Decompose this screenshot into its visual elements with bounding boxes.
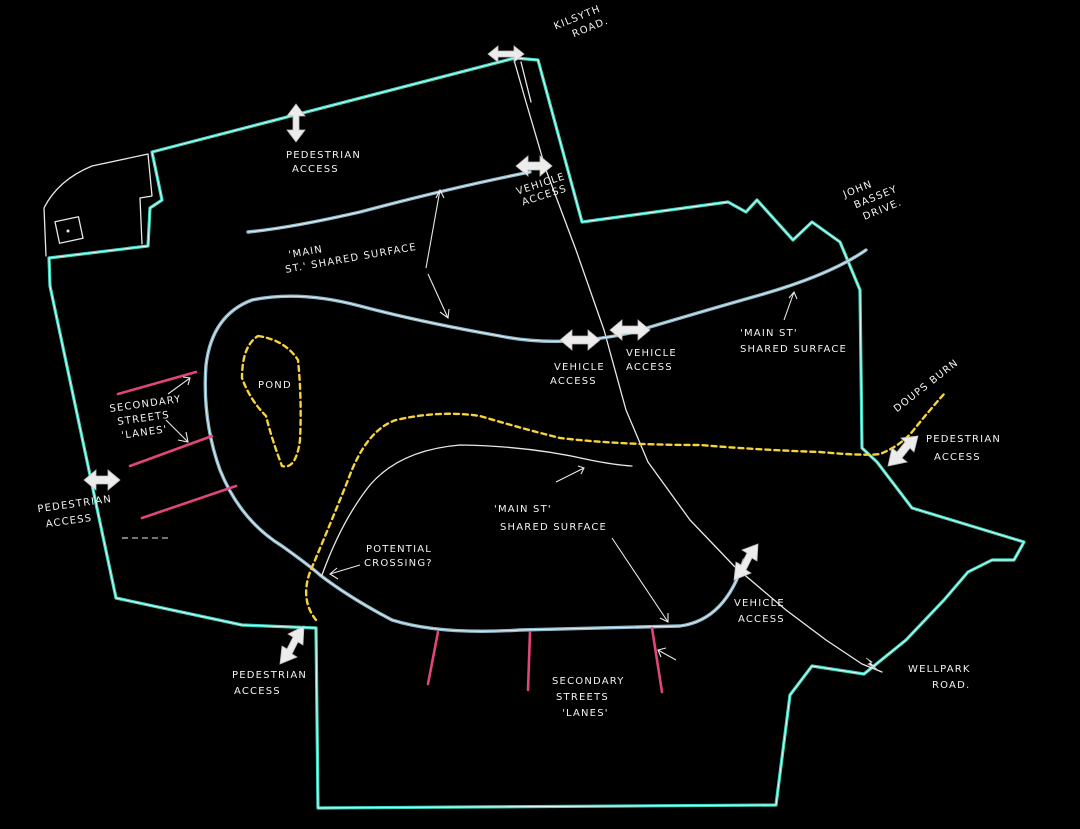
double-headed-arrow-icon <box>609 319 651 341</box>
label-pedestrian-access-bottom: PEDESTRIAN ACCESS <box>232 670 311 697</box>
label-kilsyth-road: KILSYTH ROAD. <box>553 2 612 45</box>
label-secondary-streets-left: SECONDARY STREETS 'LANES' <box>109 393 191 442</box>
double-headed-arrow-icon <box>286 103 306 143</box>
label-main-st-lower: 'MAIN ST' SHARED SURFACE <box>494 504 607 533</box>
label-secondary-streets-bottom: SECONDARY STREETS 'LANES' <box>552 676 629 719</box>
label-vehicle-access-mid-left: VEHICLE ACCESS <box>550 362 609 387</box>
corner-building <box>43 153 153 257</box>
annotation-leaders <box>122 188 798 661</box>
pond <box>240 334 302 468</box>
label-pedestrian-access-top: PEDESTRIAN ACCESS <box>286 150 365 175</box>
doups-burn <box>304 392 946 622</box>
label-vehicle-access-mid-right: VEHICLE ACCESS <box>626 348 681 373</box>
label-vehicle-access-lower: VEHICLE ACCESS <box>734 598 789 625</box>
double-headed-arrow-icon <box>487 45 525 63</box>
site-boundary <box>47 56 1026 810</box>
double-headed-arrow-icon <box>515 155 553 177</box>
double-headed-arrow-icon <box>83 469 121 491</box>
label-potential-crossing: POTENTIAL CROSSING? <box>364 544 436 569</box>
label-doups-burn: DOUPS BURN <box>892 357 961 414</box>
double-headed-arrow-icon <box>865 657 879 671</box>
label-pedestrian-access-left: PEDESTRIAN ACCESS <box>37 493 119 531</box>
main-street-network <box>203 170 868 633</box>
double-headed-arrow-icon <box>887 435 919 467</box>
label-john-bassey-drive: JOHN BASSEY DRIVE. <box>841 169 909 227</box>
double-headed-arrow-icon <box>559 329 601 351</box>
label-main-st-right: 'MAIN ST' SHARED SURFACE <box>740 328 847 355</box>
label-wellpark-road: WELLPARK ROAD. <box>908 664 975 691</box>
double-headed-arrow-icon <box>279 625 305 665</box>
label-pedestrian-access-right: PEDESTRIAN ACCESS <box>926 434 1005 463</box>
double-headed-arrow-icon <box>733 543 759 581</box>
access-arrows <box>83 45 919 671</box>
secondary-lanes <box>116 370 664 694</box>
label-vehicle-access-top: VEHICLE ACCESS <box>515 170 575 209</box>
label-pond: POND <box>258 380 292 391</box>
label-main-st-top: 'MAIN ST.' SHARED SURFACE <box>282 228 418 276</box>
